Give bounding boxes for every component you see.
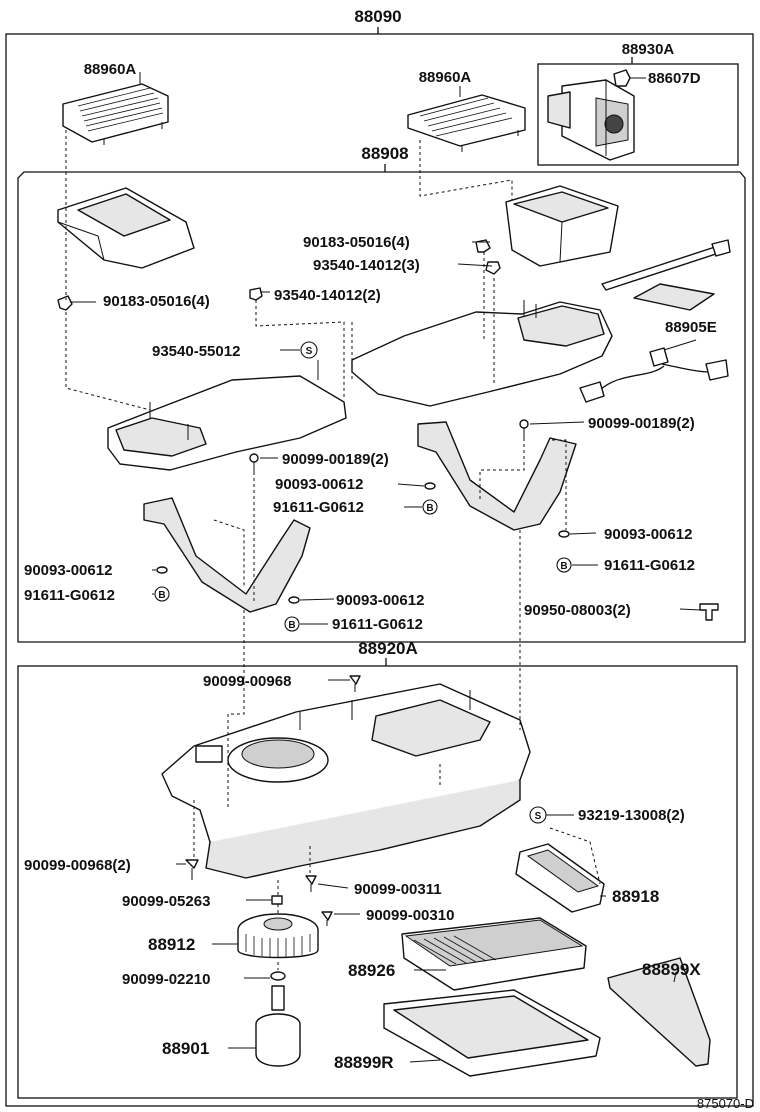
label-88912: 88912 [148, 935, 195, 954]
fan-88912-part [237, 913, 319, 959]
label-91611-g0612-bottom: 91611-G0612 [332, 616, 423, 633]
svg-text:B: B [426, 503, 433, 514]
label-93540-14012-b: 93540-14012(2) [274, 287, 381, 304]
cover-88960a-right-part [407, 94, 526, 152]
label-88960a-right: 88960A [419, 69, 472, 86]
foam-pad-part [633, 283, 715, 311]
label-88918: 88918 [612, 887, 659, 906]
label-90099-00189-left: 90099-00189(2) [282, 451, 389, 468]
bracket-right-part [417, 421, 577, 531]
label-90099-00968-top: 90099-00968 [203, 673, 291, 690]
label-90950-08003: 90950-08003(2) [524, 602, 631, 619]
frame-lines [5, 27, 754, 1107]
label-90093-00612-right: 90093-00612 [604, 526, 692, 543]
evaporator-88926-part [401, 917, 587, 991]
label-91611-g0612-center: 91611-G0612 [273, 499, 364, 516]
label-88908: 88908 [361, 144, 408, 163]
duct-left-part [107, 375, 347, 471]
label-93540-55012: 93540-55012 [152, 343, 240, 360]
part-labels: 88090 88960A 88960A 88930A 88607D 88908 … [24, 7, 754, 1111]
label-90099-00310: 90099-00310 [366, 907, 454, 924]
label-91611-g0612-left: 91611-G0612 [24, 587, 115, 604]
svg-text:S: S [535, 811, 542, 822]
label-88926: 88926 [348, 961, 395, 980]
b-mark-2: B [556, 557, 572, 573]
cable-tie-part [601, 239, 731, 291]
motor-88901-part [255, 985, 301, 1067]
label-88905e: 88905E [665, 319, 717, 336]
svg-text:B: B [560, 561, 567, 572]
b-mark-4: B [284, 616, 300, 632]
document-reference: 875070-D [697, 1096, 754, 1111]
label-90093-00612-left: 90093-00612 [24, 562, 112, 579]
label-90099-00189-right: 90099-00189(2) [588, 415, 695, 432]
label-90099-05263: 90099-05263 [122, 893, 210, 910]
label-90093-00612-bottom: 90093-00612 [336, 592, 424, 609]
s-mark-1: S [300, 341, 318, 359]
svg-text:B: B [158, 590, 165, 601]
label-90183-left: 90183-05016(4) [103, 293, 210, 310]
label-90093-00612-center: 90093-00612 [275, 476, 363, 493]
label-88930a: 88930A [622, 41, 675, 58]
bulb-88607d-part [613, 69, 646, 87]
label-88901: 88901 [162, 1039, 209, 1058]
label-88899r: 88899R [334, 1053, 394, 1072]
blower-unit-88920a-part [161, 683, 531, 879]
air-duct-upper-right-part [505, 185, 619, 267]
bracket-left-part [143, 497, 311, 613]
svg-text:B: B [288, 620, 295, 631]
fastener-icons [57, 239, 719, 981]
cover-88899x-part [607, 957, 711, 1067]
air-duct-upper-left-part [57, 187, 195, 269]
label-88607d: 88607D [648, 70, 701, 87]
s-mark-2: S [529, 806, 547, 824]
switch-88930a-part [547, 79, 635, 161]
b-mark-3: B [154, 586, 170, 602]
label-93540-14012-a: 93540-14012(3) [313, 257, 420, 274]
case-88899r-part [383, 989, 601, 1077]
label-88960a-left: 88960A [84, 61, 137, 78]
label-90099-00311: 90099-00311 [354, 881, 442, 898]
label-88090: 88090 [354, 7, 401, 26]
duct-center-part [351, 300, 613, 407]
label-91611-g0612-right: 91611-G0612 [604, 557, 695, 574]
label-90099-02210: 90099-02210 [122, 971, 210, 988]
label-90099-00968-left: 90099-00968(2) [24, 857, 131, 874]
label-88920a: 88920A [358, 639, 418, 658]
leader-lines [65, 72, 701, 1063]
b-mark-1: B [422, 499, 438, 515]
cover-88960a-left-part [62, 83, 169, 145]
wire-harness-88905e-part [579, 347, 729, 403]
label-90183-upper: 90183-05016(4) [303, 234, 410, 251]
label-88899x: 88899X [642, 960, 701, 979]
resistor-88918-part [515, 843, 605, 913]
label-93219-13008: 93219-13008(2) [578, 807, 685, 824]
svg-text:S: S [306, 346, 313, 357]
